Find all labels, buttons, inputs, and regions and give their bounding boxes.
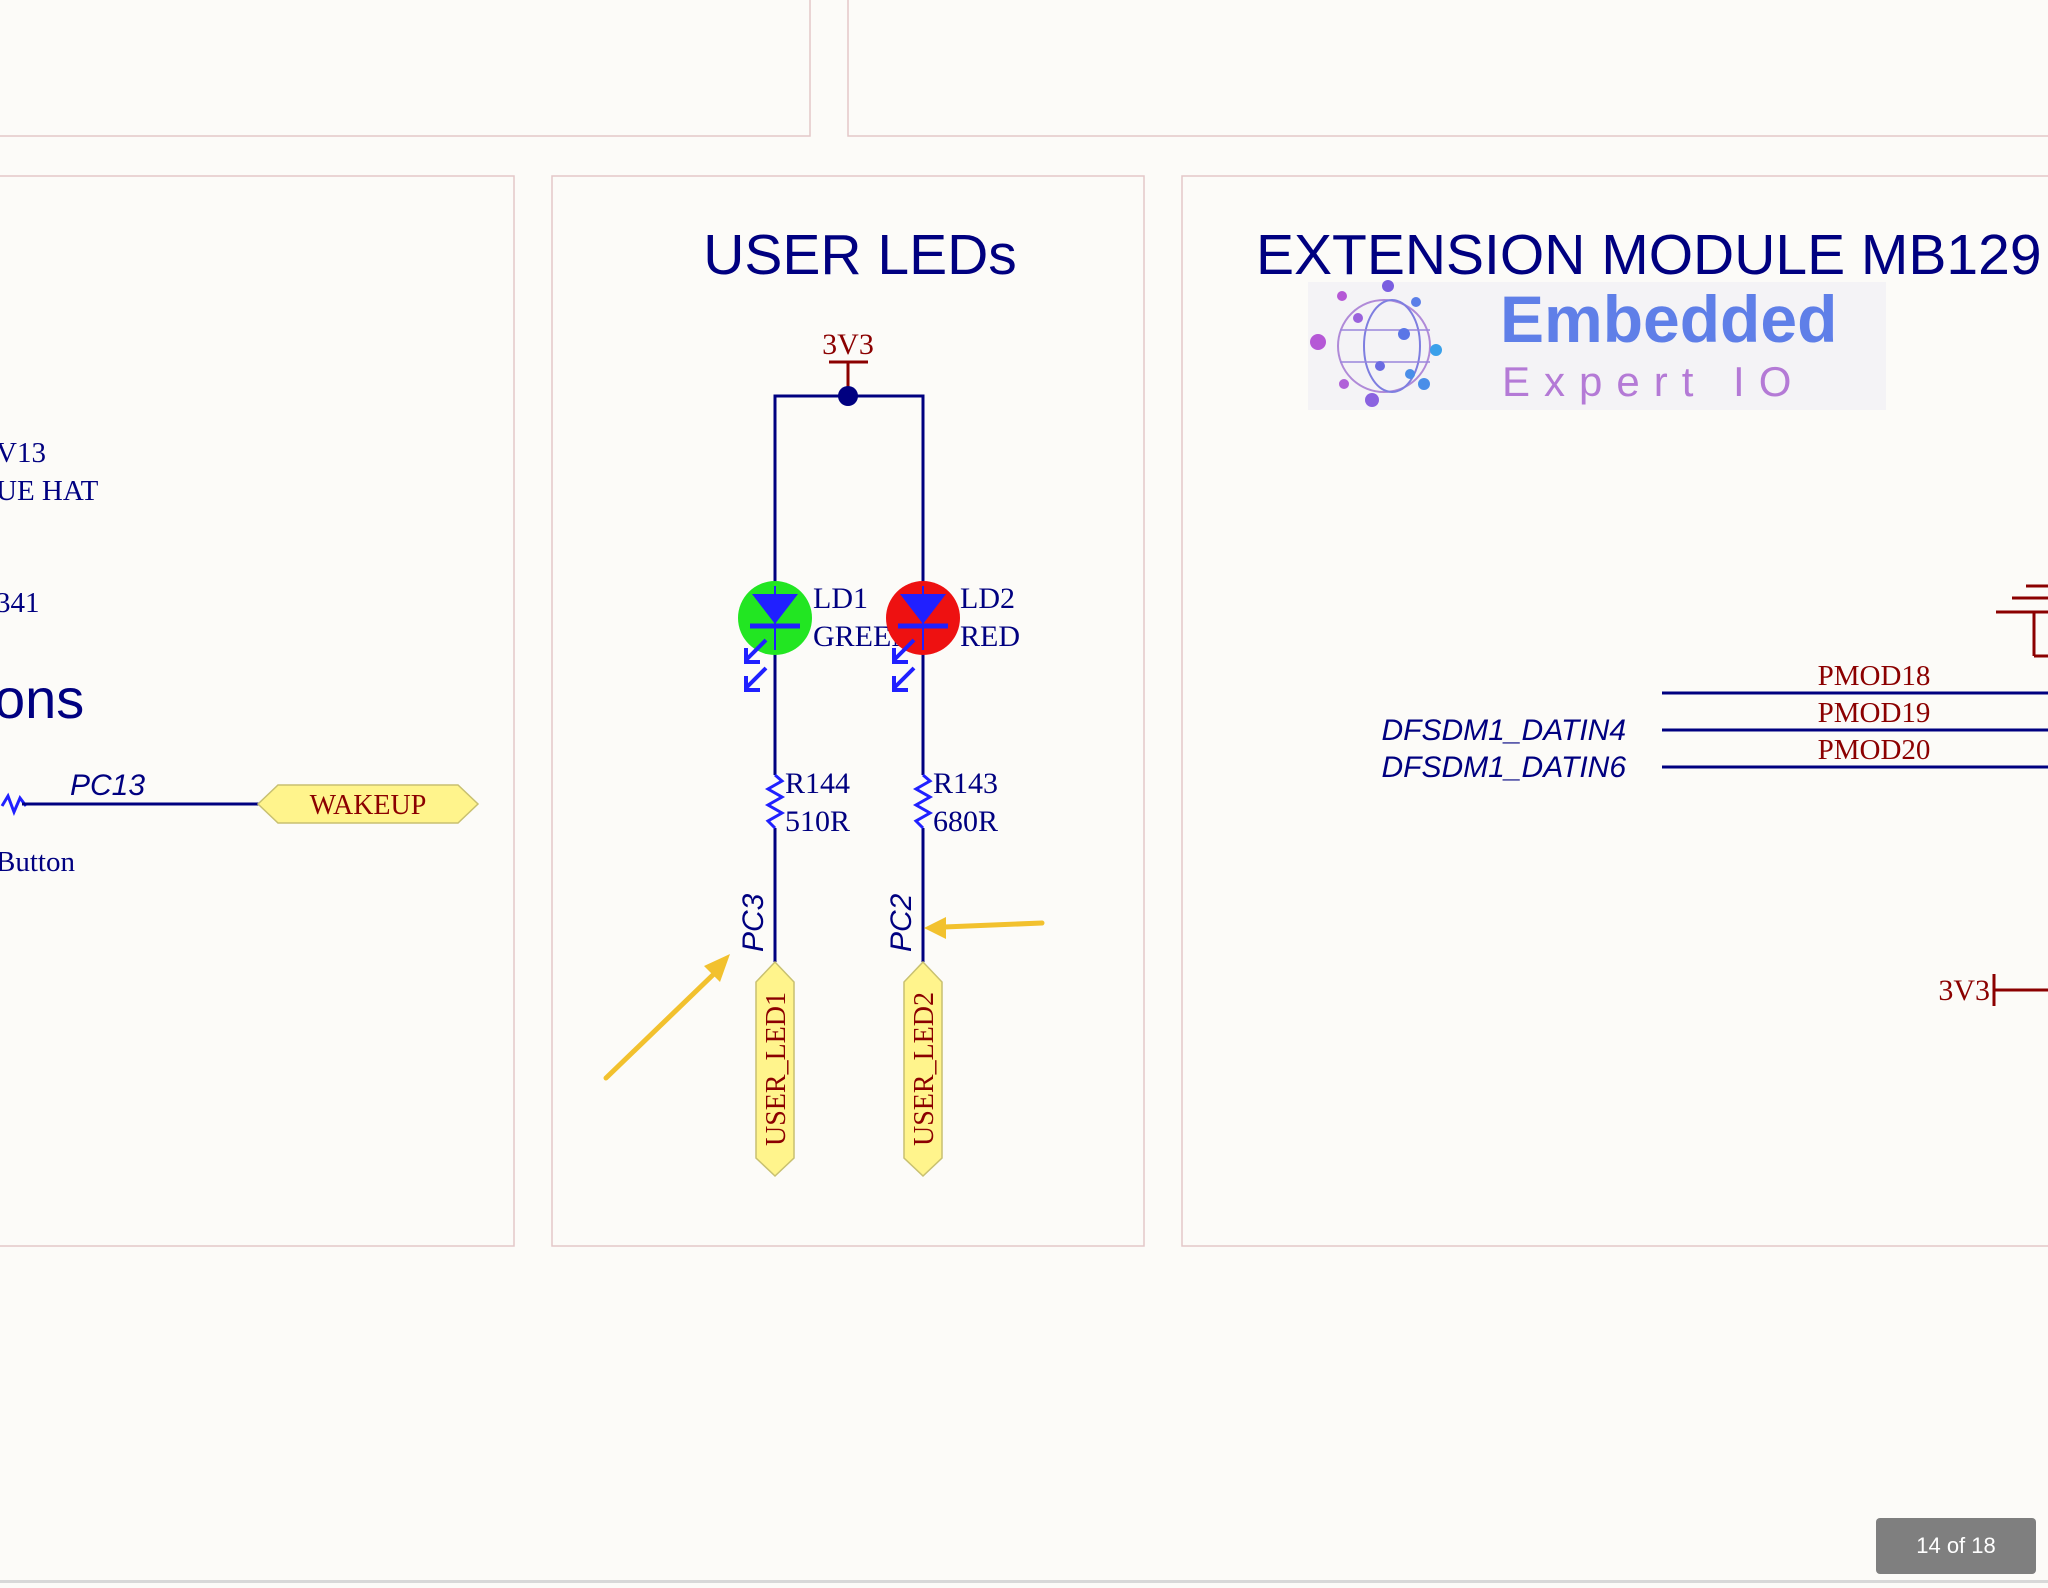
net-label-pc2: PC2 <box>885 893 918 952</box>
junction-dot <box>838 386 858 406</box>
user-led1-port-shape <box>755 960 795 1178</box>
wakeup-resistor-fragment <box>0 792 28 817</box>
pmod18-label: PMOD18 <box>1818 660 1931 692</box>
net-label-pc3: PC3 <box>737 893 770 952</box>
embedded-expert-logo: Embedded Expert IO <box>1308 280 1886 410</box>
left-text-v13: V13 <box>0 437 46 469</box>
led-ld2-light-arrows-icon <box>892 638 916 692</box>
r144-value: 510R <box>785 805 850 838</box>
led-ld1-light-arrows-icon <box>744 638 768 692</box>
logo-text-line1: Embedded <box>1500 282 1837 356</box>
wakeup-port-shape <box>256 784 480 824</box>
user-led2-port-label: USER_LED2 <box>909 992 940 1146</box>
network-globe-icon <box>1310 280 1442 407</box>
ground-symbol-icon <box>1996 584 2048 658</box>
user-led2-port-shape <box>903 960 943 1178</box>
ld2-value: RED <box>960 620 1020 653</box>
page-indicator: 14 of 18 <box>1876 1518 2036 1574</box>
left-text-button: Button <box>0 846 75 878</box>
user-leds-panel-frame <box>551 175 1145 1247</box>
wakeup-port-label: WAKEUP <box>310 790 427 821</box>
r143-value: 680R <box>933 805 998 838</box>
user-led1-port-label: USER_LED1 <box>761 992 792 1146</box>
resistor-r144-icon <box>764 773 786 830</box>
supply-label-3v3: 3V3 <box>822 328 874 361</box>
ld2-ref: LD2 <box>960 582 1015 615</box>
resistor-r143-icon <box>912 773 934 830</box>
extension-supply-label: 3V3 <box>1938 974 1990 1007</box>
led-ld1 <box>738 581 812 692</box>
user-leds-title: USER LEDs <box>703 223 1017 287</box>
left-heading-fragment: ons <box>0 667 84 730</box>
led-ld2 <box>886 581 960 692</box>
top-left-frame <box>0 0 811 137</box>
left-text-hat: UE HAT <box>0 475 99 507</box>
ld1-ref: LD1 <box>813 582 868 615</box>
annotation-arrow-pc2-icon <box>924 917 1045 939</box>
net-label-pc13: PC13 <box>70 769 145 802</box>
bottom-divider <box>0 1580 2048 1583</box>
net-label-dfsdm1-datin4: DFSDM1_DATIN4 <box>1382 714 1626 747</box>
page-indicator-label: 14 of 18 <box>1916 1533 1996 1558</box>
pmod20-label: PMOD20 <box>1818 734 1931 766</box>
net-label-dfsdm1-datin6: DFSDM1_DATIN6 <box>1382 751 1627 784</box>
annotation-arrow-pc3-icon <box>603 954 730 1081</box>
r143-ref: R143 <box>933 767 998 800</box>
r144-ref: R144 <box>785 767 850 800</box>
left-text-341: 341 <box>0 587 40 619</box>
pmod19-label: PMOD19 <box>1818 697 1931 729</box>
buttons-panel-frame <box>0 175 515 1247</box>
logo-text-line2: Expert IO <box>1502 358 1805 405</box>
extension-title: EXTENSION MODULE MB129 <box>1256 223 2042 287</box>
top-right-frame <box>847 0 2048 137</box>
extension-panel-frame <box>1181 175 2048 1247</box>
